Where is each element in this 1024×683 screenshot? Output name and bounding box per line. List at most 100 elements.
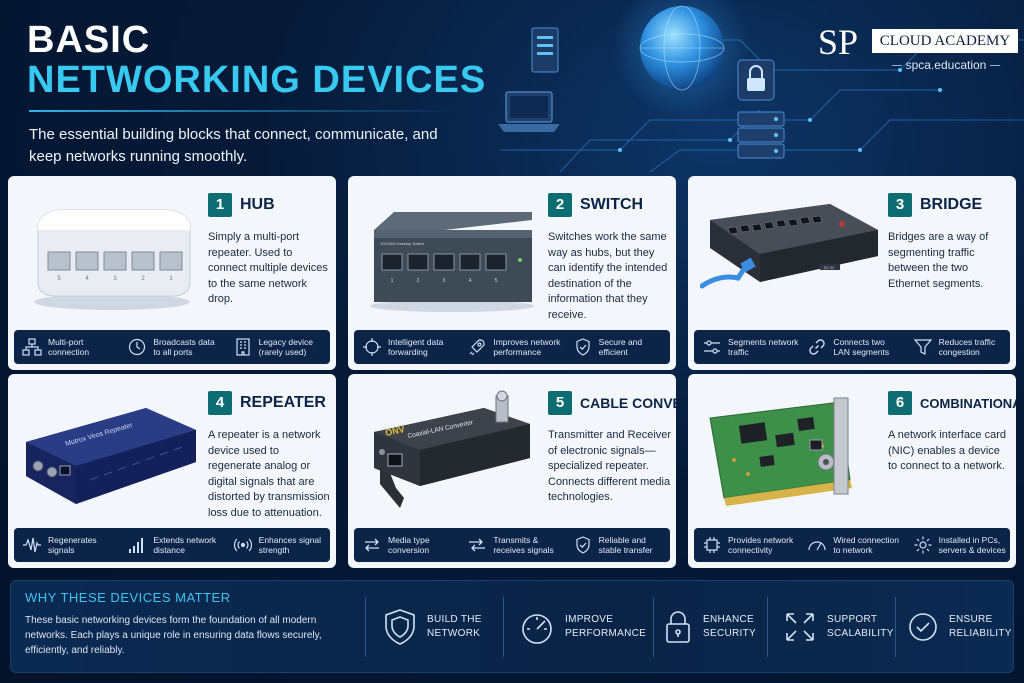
- radio-waves-icon: [233, 538, 252, 552]
- feature-item: Regenerates signals: [14, 528, 119, 562]
- feature-bar: Multi-port connection Broadcasts data to…: [14, 330, 330, 364]
- why-text: These basic networking devices form the …: [25, 615, 322, 656]
- feature-label: Improves network performance: [493, 336, 561, 358]
- divider: [653, 597, 654, 657]
- feature-item: Media type conversion: [354, 528, 459, 562]
- feature-label: Intelligent data forwarding: [388, 336, 444, 358]
- hub-image: 5 4 3 2 1: [34, 209, 191, 310]
- feature-bar: Segments network traffic Connects two LA…: [694, 330, 1010, 364]
- feature-item: Legacy device (rarely used): [225, 330, 330, 364]
- divider: [503, 597, 504, 657]
- hub-port-label: 4: [85, 276, 89, 282]
- funnel-icon: [913, 339, 932, 355]
- feature-label: Transmits & receives signals: [493, 534, 554, 556]
- feature-item: Improves network performance: [459, 330, 564, 364]
- switch-image: 10/100M Desktop Switch 1 2 3 4 5: [370, 212, 534, 312]
- feature-item: Provides network connectivity: [694, 528, 799, 562]
- feature-label: Provides network connectivity: [728, 534, 794, 556]
- network-topology-icon: [22, 338, 42, 356]
- feature-label: Legacy device (rarely used): [258, 336, 313, 358]
- link-icon: [809, 339, 826, 355]
- card-number: 3: [888, 193, 912, 217]
- expand-arrows-icon: [786, 613, 814, 641]
- feature-item: Wired connection to network: [799, 528, 904, 562]
- switch-port-label: 3: [443, 278, 446, 284]
- benefit-build-network: BUILD THE NETWORK: [383, 599, 482, 655]
- laptop-icon: [498, 91, 560, 132]
- page-title-line-1: BASIC: [27, 19, 151, 61]
- device-card-switch: 10/100M Desktop Switch 1 2 3 4 5 2 SWITC…: [348, 176, 676, 370]
- card-title: HUB: [240, 196, 275, 213]
- card-heading: 5 CABLE CONVERTER: [548, 390, 676, 416]
- brand-name: CLOUD ACADEMY: [872, 29, 1018, 53]
- feature-bar: Intelligent data forwarding Improves net…: [354, 330, 670, 364]
- brand-logo[interactable]: SP CLOUD ACADEMY spca.education: [818, 22, 1018, 76]
- card-heading: 2 SWITCH: [548, 192, 643, 218]
- gauge-icon: [522, 614, 552, 644]
- nic-image: [709, 397, 852, 506]
- feature-item: Transmits & receives signals: [459, 528, 564, 562]
- why-section: WHY THESE DEVICES MATTER These basic net…: [10, 580, 1014, 673]
- benefit-label: ENSURE RELIABILITY: [949, 614, 1012, 639]
- shield-check-icon: [576, 338, 590, 356]
- switch-port-label: 1: [391, 278, 394, 284]
- feature-label: Segments network traffic: [728, 336, 799, 358]
- bridge-image: DC 9V: [700, 204, 878, 289]
- building-icon: [236, 338, 250, 356]
- card-description: Transmitter and Receiver of electronic s…: [548, 429, 672, 503]
- brand-url[interactable]: spca.education: [874, 58, 1018, 72]
- feature-item: Broadcasts data to all ports: [119, 330, 224, 364]
- signal-bars-icon: [129, 538, 144, 553]
- broadcast-clock-icon: [129, 338, 146, 356]
- feature-label: Reliable and stable transfer: [598, 534, 653, 556]
- feature-item: Enhances signal strength: [225, 528, 330, 562]
- converter-brand: ONV: [384, 424, 405, 438]
- card-number: 5: [548, 391, 572, 415]
- card-heading: 4 REPEATER: [208, 390, 326, 416]
- page-title-line-2: NETWORKING DEVICES: [27, 59, 487, 101]
- card-heading: 1 HUB: [208, 192, 275, 218]
- hub-port-label: 3: [113, 276, 117, 282]
- gear-icon: [914, 536, 932, 554]
- feature-label: Installed in PCs, servers & devices: [938, 534, 1006, 556]
- feature-item: Reliable and stable transfer: [565, 528, 670, 562]
- feature-label: Secure and efficient: [598, 336, 643, 358]
- card-number: 4: [208, 391, 232, 415]
- svg-text:DC 9V: DC 9V: [824, 266, 835, 270]
- check-circle-icon: [909, 613, 937, 641]
- speedometer-icon: [808, 541, 826, 551]
- device-card-repeater: Mutrox Veos Repeater 4 REPEATER A repeat…: [8, 374, 336, 568]
- shield-check-icon: [576, 536, 590, 554]
- feature-item: Connects two LAN segments: [799, 330, 904, 364]
- divider: [767, 597, 768, 657]
- feature-item: Extends network distance: [119, 528, 224, 562]
- feature-item: Reduces traffic congestion: [905, 330, 1010, 364]
- card-title: CABLE CONVERTER: [580, 395, 676, 411]
- swap-arrows-icon: [365, 538, 379, 552]
- feature-label: Regenerates signals: [48, 534, 97, 556]
- card-heading: 6 COMBINATIONAL NIC: [888, 390, 1016, 416]
- tagline: The essential building blocks that conne…: [29, 126, 438, 165]
- device-card-bridge: DC 9V 3 BRIDGE Bridges are a way of segm…: [688, 176, 1016, 370]
- benefit-label: ENHANCE SECURITY: [703, 614, 756, 639]
- lock-icon: [666, 611, 690, 643]
- rocket-icon: [469, 339, 485, 356]
- card-description: Simply a multi-port repeater. Used to co…: [208, 231, 328, 305]
- feature-label: Wired connection to network: [833, 534, 899, 556]
- card-title: COMBINATIONAL NIC: [920, 395, 1016, 411]
- card-title: BRIDGE: [920, 196, 983, 213]
- card-title: SWITCH: [580, 196, 644, 213]
- benefit-enhance-security: ENHANCE SECURITY: [663, 599, 756, 655]
- hub-port-label: 5: [57, 276, 61, 282]
- card-number: 1: [208, 193, 232, 217]
- feature-label: Reduces traffic congestion: [938, 336, 996, 358]
- padlock-icon: [737, 59, 775, 101]
- cable-converter-image: ONV Coaxial-LAN Converter: [374, 390, 530, 508]
- feature-label: Media type conversion: [388, 534, 430, 556]
- feature-item: Segments network traffic: [694, 330, 799, 364]
- hero-header: BASIC NETWORKING DEVICES The essential b…: [0, 0, 1024, 172]
- feature-item: Intelligent data forwarding: [354, 330, 459, 364]
- feature-bar: Regenerates signals Extends network dist…: [14, 528, 330, 562]
- network-illustration: [498, 0, 1024, 172]
- repeater-image: Mutrox Veos Repeater: [26, 408, 196, 504]
